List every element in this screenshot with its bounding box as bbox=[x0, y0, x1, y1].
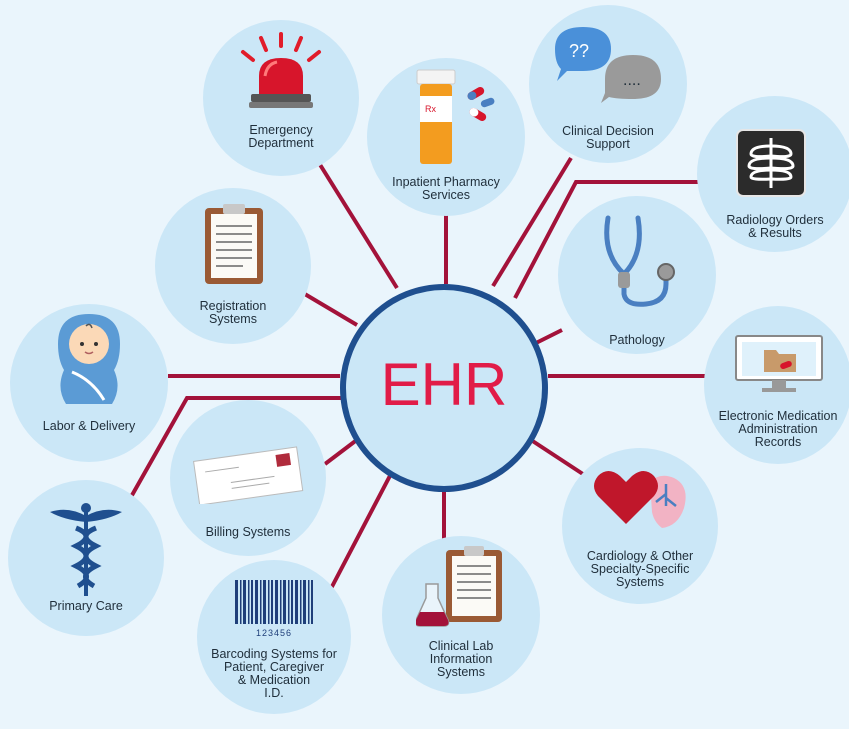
heart-lungs-icon bbox=[594, 471, 686, 528]
node-radiology: Radiology Orders & Results bbox=[697, 96, 849, 252]
node-billing: Billing Systems bbox=[170, 400, 326, 556]
node-primary-care: Primary Care bbox=[8, 480, 164, 636]
node-label: Barcoding Systems for Patient, Caregiver… bbox=[211, 647, 337, 700]
clipboard-icon bbox=[205, 204, 263, 284]
ehr-hub: EHR bbox=[340, 284, 548, 492]
bubble-dots-text: .... bbox=[623, 72, 641, 89]
node-label: Radiology Orders & Results bbox=[726, 213, 824, 240]
barcode-icon: 123456 bbox=[235, 580, 313, 638]
node-label: Pathology bbox=[609, 333, 665, 347]
node-label: Clinical Decision Support bbox=[562, 124, 654, 151]
envelope-icon bbox=[193, 446, 304, 504]
node-label: Clinical Lab Information Systems bbox=[428, 639, 494, 679]
hub-title: EHR bbox=[380, 351, 508, 418]
node-label: Inpatient Pharmacy Services bbox=[392, 175, 500, 202]
connector-radiology bbox=[513, 180, 700, 299]
node-labor-delivery: Labor & Delivery bbox=[10, 304, 168, 462]
xray-icon bbox=[736, 129, 806, 197]
node-label: Registration Systems bbox=[199, 299, 267, 326]
bottle-rx-text: Rx bbox=[425, 104, 436, 114]
node-label: Primary Care bbox=[49, 599, 123, 613]
barcode-number: 123456 bbox=[256, 628, 292, 638]
connector-pathology bbox=[535, 328, 563, 345]
flask-clipboard-icon bbox=[416, 546, 502, 627]
node-barcoding: 123456 Barcoding Systems for Patient, Ca… bbox=[197, 560, 351, 714]
connector-barcoding bbox=[323, 469, 395, 601]
connector-primary bbox=[129, 396, 342, 498]
connector-emergency bbox=[307, 145, 399, 290]
node-label: Electronic Medication Administration Rec… bbox=[718, 409, 838, 449]
monitor-folder-icon bbox=[735, 335, 823, 392]
node-label: Emergency Department bbox=[248, 123, 314, 150]
baby-icon bbox=[58, 314, 120, 404]
node-pathology: Pathology bbox=[558, 196, 716, 354]
node-registration: Registration Systems bbox=[155, 188, 311, 344]
bubble-question-text: ?? bbox=[569, 41, 589, 61]
node-label: Cardiology & Other Specialty-Specific Sy… bbox=[586, 549, 694, 589]
pill-bottle-icon: Rx bbox=[416, 69, 495, 164]
node-emergency-department: Emergency Department bbox=[203, 20, 359, 176]
siren-icon bbox=[241, 32, 321, 108]
stethoscope-icon bbox=[604, 215, 675, 307]
connector-decision bbox=[491, 156, 573, 288]
node-label: Labor & Delivery bbox=[42, 419, 136, 433]
node-clinical-decision-support: ?? .... Clinical Decision Support bbox=[529, 5, 687, 163]
node-inpatient-pharmacy: Rx Inpatient Pharmacy Services bbox=[367, 58, 525, 216]
connector-registration bbox=[296, 288, 359, 327]
node-emar: Electronic Medication Administration Rec… bbox=[704, 306, 849, 464]
speech-bubbles-icon: ?? .... bbox=[555, 27, 661, 103]
caduceus-icon bbox=[50, 503, 122, 596]
node-cardiology: Cardiology & Other Specialty-Specific Sy… bbox=[562, 448, 718, 604]
node-clinical-lab: Clinical Lab Information Systems bbox=[382, 536, 540, 694]
node-label: Billing Systems bbox=[205, 525, 291, 539]
